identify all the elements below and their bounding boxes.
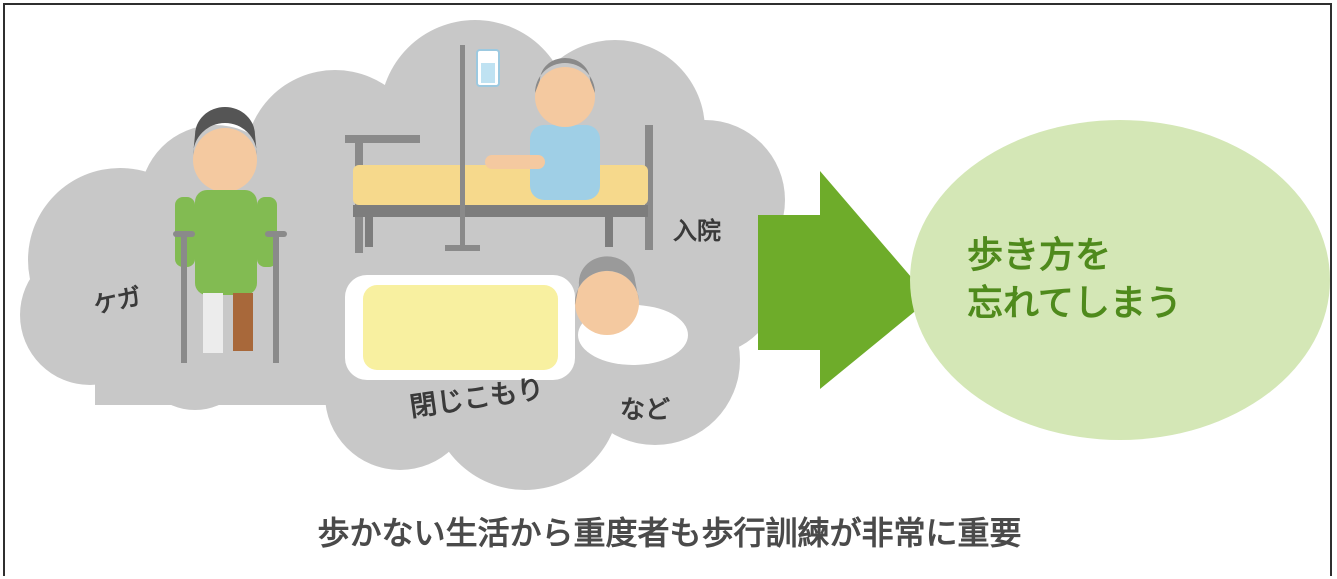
result-circle [910,120,1330,440]
result-line-2: 忘れてしまう [967,283,1182,324]
hospitalization-label: 入院 [673,217,721,245]
caption: 歩かない生活から重度者も歩行訓練が非常に重要 [317,514,1022,552]
man-with-crutches-illustration [173,107,287,363]
result-line-1: 歩き方を [967,235,1112,276]
result-text: 歩き方を 忘れてしまう [967,232,1182,328]
arrow-icon [758,171,930,389]
diagram-frame: ケガ 入院 閉じこもり など 歩き方を 忘れてしまう 歩かない生活から重度者も歩… [3,3,1332,576]
etc-label: など [620,395,671,424]
thought-cloud [20,20,785,490]
futon-woman-illustration [345,256,688,380]
diagram-illustration [20,20,1330,490]
hospital-bed-illustration [345,45,653,253]
